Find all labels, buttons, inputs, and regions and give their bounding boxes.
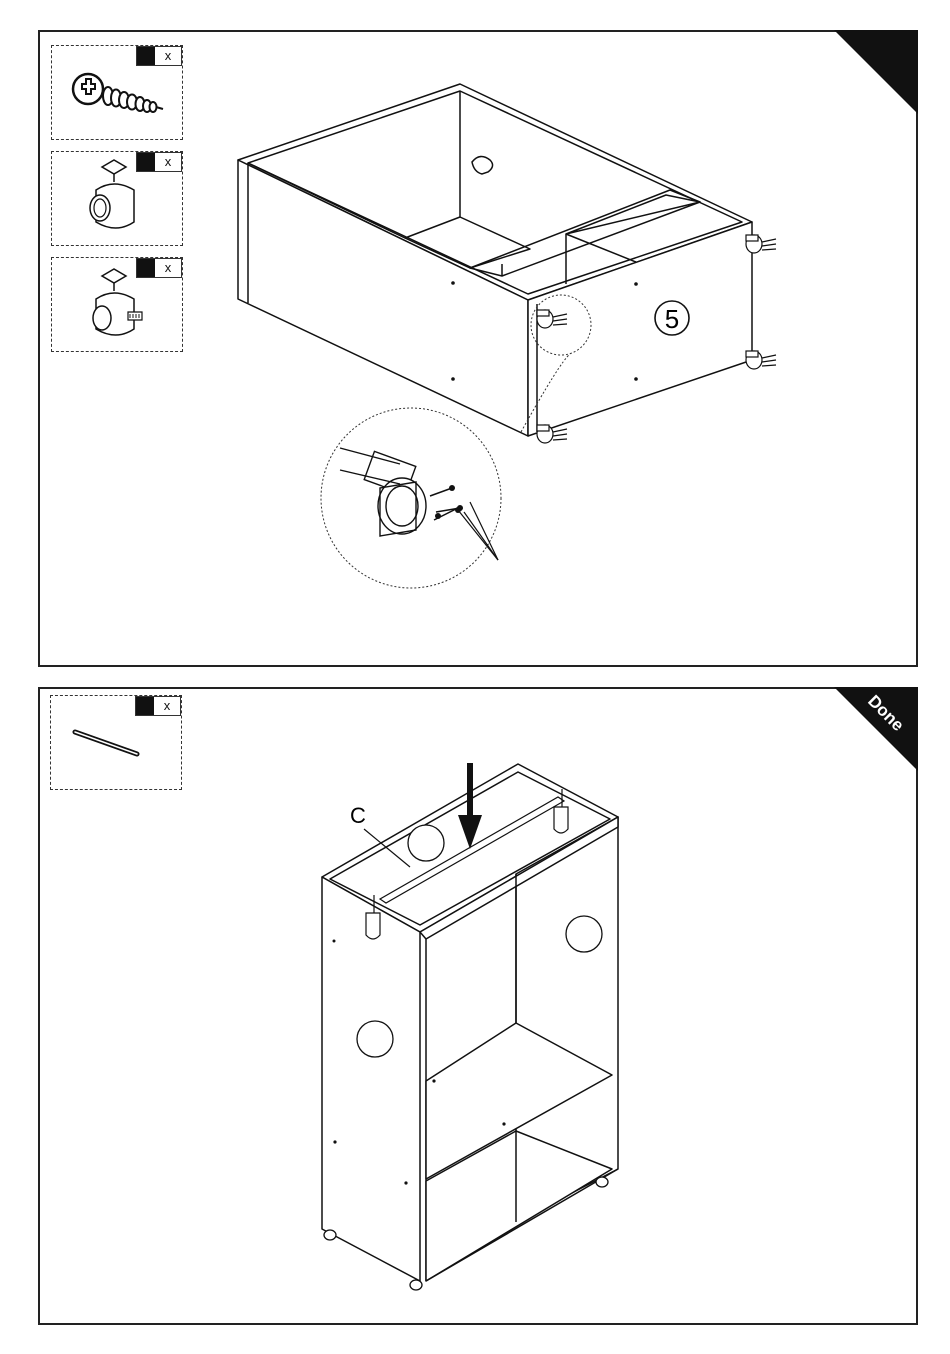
panel-number-label: 5 <box>665 304 679 334</box>
cabinet-base-drawing: 5 <box>40 32 916 665</box>
rail-label: C <box>350 803 366 828</box>
step-panel-rail: Done x <box>38 687 918 1325</box>
step-panel-casters: x x <box>38 30 918 667</box>
cabinet-rail-drawing: C <box>40 689 916 1323</box>
